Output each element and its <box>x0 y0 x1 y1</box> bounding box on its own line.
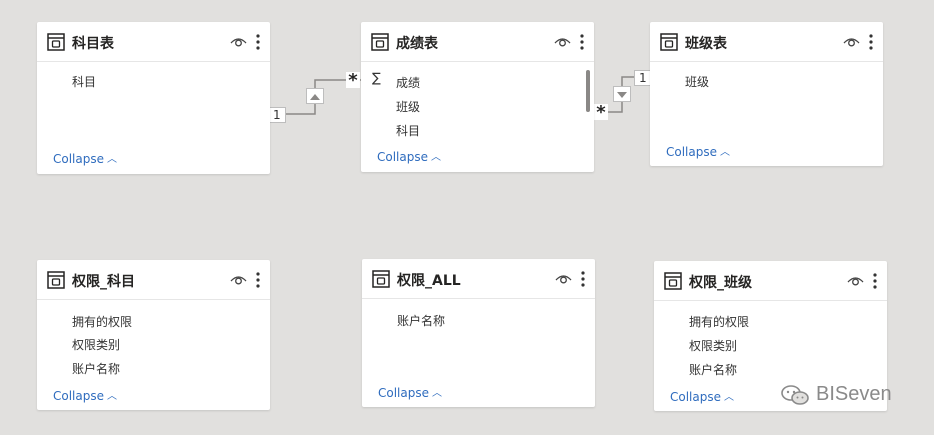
field-item[interactable]: 账户名称 <box>689 363 738 377</box>
collapse-button[interactable]: Collapse︿ <box>378 386 442 400</box>
scrollbar[interactable] <box>586 70 590 112</box>
card-header[interactable]: 成绩表 <box>361 22 594 62</box>
collapse-button[interactable]: Collapse︿ <box>53 389 117 403</box>
sigma-icon: ∑ <box>372 71 381 86</box>
field-item[interactable]: 拥有的权限 <box>72 315 133 329</box>
field-item[interactable]: 账户名称 <box>72 362 121 376</box>
collapse-button[interactable]: Collapse︿ <box>666 145 730 159</box>
field-item[interactable]: 科目 <box>72 75 97 89</box>
filter-direction-up-icon[interactable] <box>306 88 324 104</box>
table-card-scores[interactable]: 成绩表 ∑ 成绩 班级 科目 Collapse︿ <box>361 22 594 172</box>
cardinality-one-label: 1 <box>634 70 652 86</box>
field-item[interactable]: 成绩 <box>396 76 421 90</box>
field-item[interactable]: 权限类别 <box>689 339 738 353</box>
card-title: 权限_班级 <box>689 275 752 291</box>
table-card-permission-subject[interactable]: 权限_科目 拥有的权限 权限类别 账户名称 Collapse︿ <box>37 260 270 410</box>
table-icon <box>47 271 65 289</box>
field-item[interactable]: 班级 <box>396 100 421 114</box>
table-card-permission-all[interactable]: 权限_ALL 账户名称 Collapse︿ <box>362 259 595 407</box>
field-item[interactable]: 班级 <box>685 75 710 89</box>
cardinality-many-label: * <box>594 104 608 122</box>
cardinality-many-label: * <box>346 72 360 90</box>
collapse-button[interactable]: Collapse︿ <box>53 152 117 166</box>
more-options-icon[interactable] <box>255 271 261 289</box>
card-header[interactable]: 班级表 <box>650 22 883 62</box>
more-options-icon[interactable] <box>579 33 585 51</box>
eye-icon[interactable] <box>847 275 864 287</box>
field-item[interactable]: 账户名称 <box>397 314 446 328</box>
wechat-icon <box>781 384 809 405</box>
table-card-subject[interactable]: 科目表 科目 Collapse︿ <box>37 22 270 174</box>
card-title: 科目表 <box>72 36 114 52</box>
table-icon <box>664 272 682 290</box>
card-title: 班级表 <box>685 36 727 52</box>
more-options-icon[interactable] <box>255 33 261 51</box>
watermark-text: BISeven <box>816 383 892 405</box>
filter-direction-down-icon[interactable] <box>613 86 631 102</box>
card-title: 权限_科目 <box>72 274 135 290</box>
field-item[interactable]: 科目 <box>396 124 421 138</box>
eye-icon[interactable] <box>230 274 247 286</box>
table-icon <box>371 33 389 51</box>
table-icon <box>660 33 678 51</box>
cardinality-one-label: 1 <box>268 107 286 123</box>
table-card-class[interactable]: 班级表 班级 Collapse︿ <box>650 22 883 166</box>
card-header[interactable]: 科目表 <box>37 22 270 62</box>
eye-icon[interactable] <box>230 36 247 48</box>
watermark: BISeven <box>780 383 892 406</box>
field-item[interactable]: 权限类别 <box>72 338 121 352</box>
card-header[interactable]: 权限_科目 <box>37 260 270 300</box>
card-header[interactable]: 权限_班级 <box>654 261 887 301</box>
collapse-button[interactable]: Collapse︿ <box>670 390 734 404</box>
table-card-permission-class[interactable]: 权限_班级 拥有的权限 权限类别 账户名称 Collapse︿ <box>654 261 887 411</box>
more-options-icon[interactable] <box>872 272 878 290</box>
eye-icon[interactable] <box>554 36 571 48</box>
more-options-icon[interactable] <box>580 270 586 288</box>
more-options-icon[interactable] <box>868 33 874 51</box>
card-title: 权限_ALL <box>397 273 461 289</box>
table-icon <box>47 33 65 51</box>
collapse-button[interactable]: Collapse︿ <box>377 150 441 164</box>
card-title: 成绩表 <box>396 36 438 52</box>
eye-icon[interactable] <box>843 36 860 48</box>
card-header[interactable]: 权限_ALL <box>362 259 595 299</box>
table-icon <box>372 270 390 288</box>
field-item[interactable]: 拥有的权限 <box>689 315 750 329</box>
eye-icon[interactable] <box>555 273 572 285</box>
